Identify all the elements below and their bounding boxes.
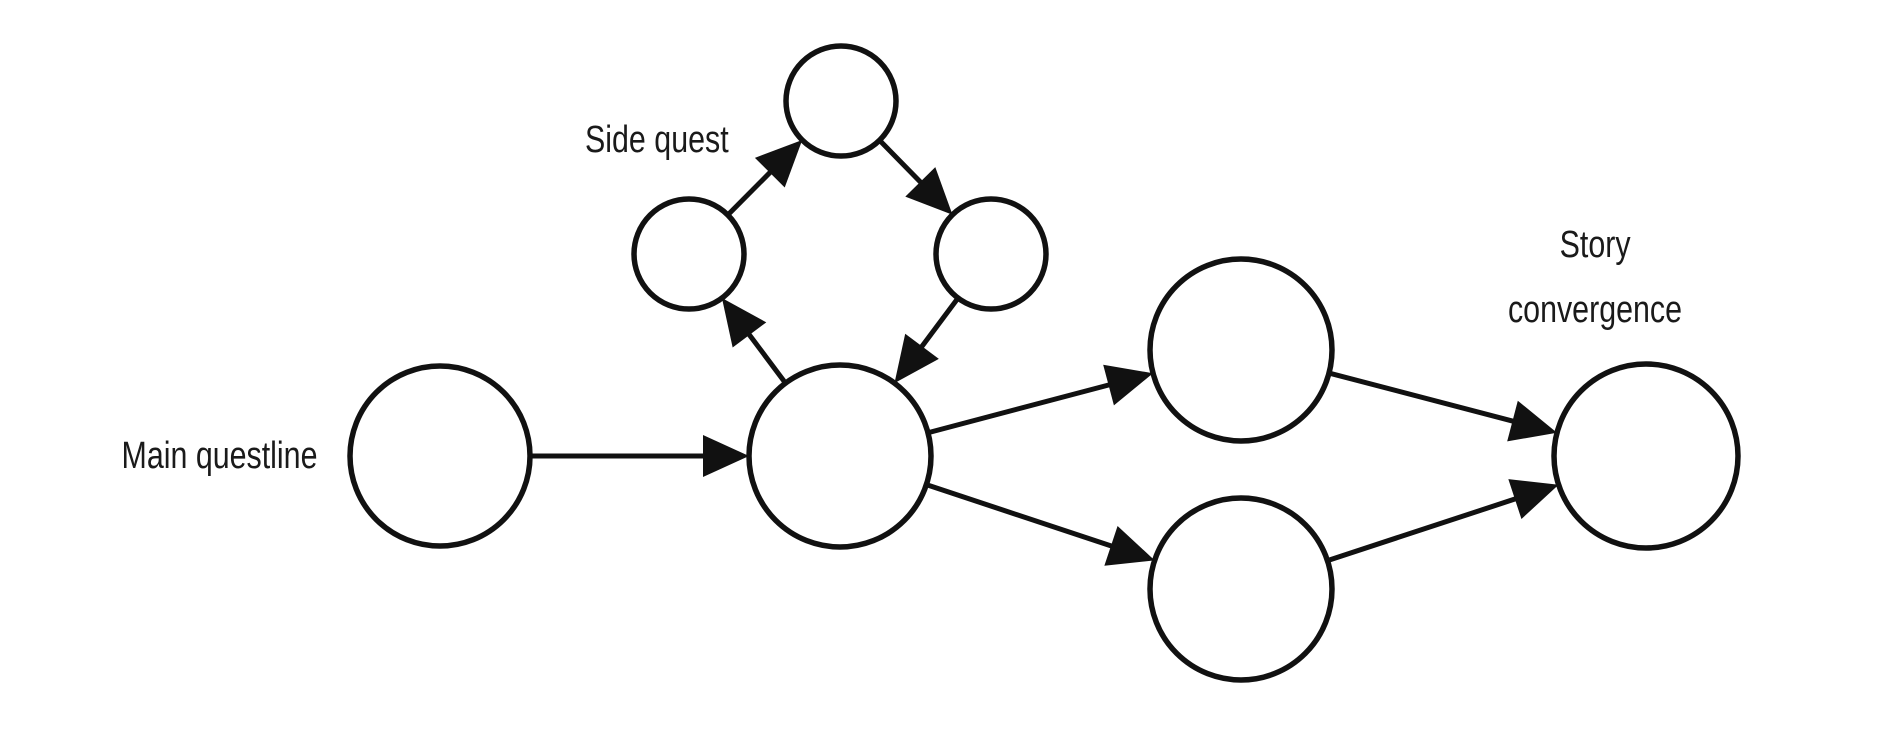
edge-branch-lower-to-convergence [1326, 479, 1559, 563]
node-main-start [347, 363, 533, 549]
edge-side-right-to-hub [894, 296, 961, 384]
edge-line [917, 296, 961, 351]
node-convergence [1551, 361, 1741, 551]
edge-branch-upper-to-convergence [1328, 370, 1557, 442]
edge-main-start-to-hub [530, 435, 749, 477]
side-quest-label: Side quest [585, 119, 729, 161]
node-hub [746, 362, 934, 550]
edge-line [1328, 370, 1517, 425]
story-convergence-label-line1: Story [1560, 224, 1632, 266]
arrowhead-icon [1508, 479, 1559, 520]
edge-hub-to-branch-lower [925, 482, 1155, 566]
edge-line [925, 482, 1116, 550]
edge-line [927, 381, 1114, 436]
arrowhead-icon [894, 333, 939, 384]
arrowhead-icon [1104, 525, 1155, 566]
edge-line [745, 330, 788, 385]
arrowhead-icon [1103, 364, 1154, 406]
arrowhead-icon [1507, 400, 1557, 442]
arrowhead-icon [905, 167, 953, 215]
story-convergence-label-line2: convergence [1508, 289, 1682, 331]
node-side-top [783, 43, 899, 159]
edge-line [1326, 495, 1520, 563]
nodes-layer [347, 43, 1741, 683]
node-branch-lower [1147, 495, 1335, 683]
main-questline-label: Main questline [122, 435, 318, 477]
edge-line [877, 138, 925, 187]
node-side-left [631, 196, 747, 312]
edge-side-left-to-side-top [725, 140, 803, 217]
node-branch-upper [1147, 256, 1335, 444]
edge-side-top-to-side-right [877, 138, 953, 215]
node-side-right [933, 196, 1049, 312]
arrowhead-icon [703, 435, 749, 477]
edge-hub-to-side-left [721, 298, 788, 385]
edges-layer [530, 138, 1559, 566]
edge-hub-to-branch-upper [927, 364, 1154, 436]
arrowhead-icon [754, 140, 803, 188]
edge-line [725, 168, 775, 217]
labels-layer: Main questline Side quest Story converge… [122, 119, 1683, 477]
arrowhead-icon [721, 298, 767, 348]
